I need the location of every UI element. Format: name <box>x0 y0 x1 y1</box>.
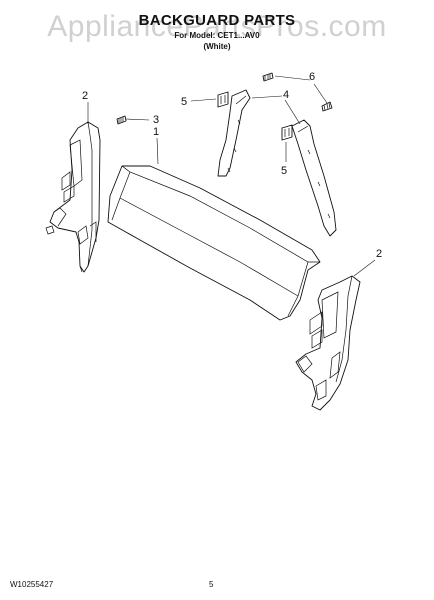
part-screw-top[interactable] <box>262 72 274 82</box>
callout-5-top: 5 <box>181 96 187 108</box>
part-left-end-cap[interactable] <box>45 121 101 273</box>
callout-4: 4 <box>283 89 289 101</box>
part-backguard-panel[interactable] <box>107 165 321 321</box>
part-bracket-left[interactable] <box>217 89 251 177</box>
part-right-end-cap[interactable] <box>295 275 361 411</box>
model-subtitle: For Model: CET1...AV0 <box>174 31 260 40</box>
part-bracket-right[interactable] <box>291 119 337 237</box>
part-clip-top[interactable] <box>217 91 229 108</box>
callout-leaders <box>87 75 376 277</box>
part-screw-left[interactable] <box>116 115 127 125</box>
callout-3: 3 <box>153 114 159 126</box>
page-number: 5 <box>209 580 214 589</box>
color-note: (White) <box>203 42 231 51</box>
callout-1: 1 <box>153 126 159 138</box>
callout-5-bottom: 5 <box>281 165 287 177</box>
page-title: BACKGUARD PARTS <box>138 12 296 29</box>
callout-2-right: 2 <box>376 248 382 260</box>
callout-6: 6 <box>309 71 315 83</box>
callout-2-left: 2 <box>82 90 88 102</box>
part-clip-bottom[interactable] <box>281 124 293 141</box>
watermark: AppliancePartsPros.com <box>47 10 387 43</box>
part-screw-right[interactable] <box>321 101 333 112</box>
document-number: W10255427 <box>10 580 54 589</box>
